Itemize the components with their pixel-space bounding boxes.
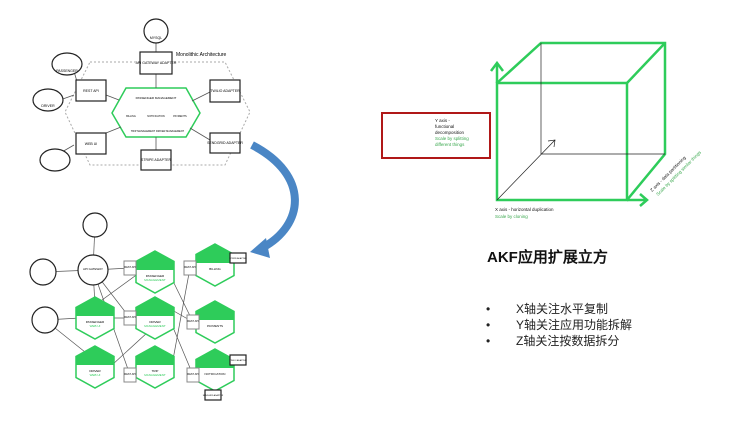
dashed-hexagon xyxy=(64,61,251,166)
service-hexagon-top xyxy=(136,346,174,365)
service-sub: MANAGEMENT xyxy=(144,373,166,377)
api-gateway-label: API GATEWAY xyxy=(83,267,103,271)
box-label: API GATEWAY ADAPTER xyxy=(136,61,177,65)
bullet-item: •X轴关注水平复制 xyxy=(486,302,609,316)
bullet-text: X轴关注水平复制 xyxy=(516,302,609,316)
y-axis-label: decomposition xyxy=(435,130,465,135)
service-sub: WEB UI xyxy=(90,324,101,328)
rest-api-box xyxy=(123,260,137,276)
service-name: DRIVER xyxy=(149,320,161,324)
service-name: BILLING xyxy=(209,267,221,271)
bullet-text: Z轴关注按数据拆分 xyxy=(516,334,620,348)
box-label: SENDGRID ADAPTER xyxy=(207,141,243,145)
service-name: PASSENGER xyxy=(146,274,165,278)
adapter-label: SENDGRID ADAPTER xyxy=(203,394,224,397)
box-label: REST API xyxy=(83,89,99,93)
akf-cube xyxy=(381,41,667,207)
box-label: TWILIO ADAPTER xyxy=(210,89,240,93)
cube-labels: Y axis - functional decomposition Scale … xyxy=(435,118,703,219)
circle-label: DRIVER xyxy=(41,104,55,108)
adapter-label: STRIPE ADAPTER xyxy=(229,257,247,260)
y-axis-label: functional xyxy=(435,124,454,129)
adapter-box xyxy=(229,252,247,264)
rest-api-label: REST API xyxy=(187,320,199,323)
service-sub: MANAGEMENT xyxy=(144,278,166,282)
y-axis-box xyxy=(381,112,491,159)
service-hexagon-top xyxy=(196,301,234,320)
rest-api-box xyxy=(123,310,137,326)
service-name: PAYMENTS xyxy=(207,324,223,328)
rest-api-label: REST API xyxy=(187,373,199,376)
service-hexagon-top xyxy=(76,297,114,316)
y-axis-scale: Scale by splitting xyxy=(435,136,469,141)
service-name: NOTIFICATION xyxy=(205,372,226,376)
service-sub: WEB UI xyxy=(90,373,101,377)
rest-api-label: REST API xyxy=(124,266,136,269)
akf-bullets: •X轴关注水平复制 •Y轴关注应用功能拆解 •Z轴关注按数据拆分 xyxy=(486,301,632,349)
y-axis-label: Y axis - xyxy=(435,118,450,123)
monolith-title: Monolithic Architecture xyxy=(176,52,227,58)
monolithic-diagram: PASSENGER MANAGEMENT BILLING NOTIFICATIO… xyxy=(32,18,251,172)
rest-api-box xyxy=(183,260,197,276)
y-axis-scale: different things xyxy=(435,142,465,147)
rest-api-box xyxy=(186,367,200,383)
rest-api-label: REST API xyxy=(184,266,196,269)
module-label: DRIVER MANAGEMENT xyxy=(156,130,185,133)
circle-label: MYSQL xyxy=(150,36,162,40)
module-label: NOTIFICATION xyxy=(147,115,165,118)
service-name: TRIP xyxy=(152,369,159,373)
service-name: DRIVER xyxy=(89,369,101,373)
rest-api-label: REST API xyxy=(124,373,136,376)
service-hexagon-top xyxy=(76,346,114,365)
rest-api-label: REST API xyxy=(124,316,136,319)
module-label: PAYMENTS xyxy=(173,115,187,118)
service-name: PASSENGER xyxy=(86,320,105,324)
service-hexagon-top xyxy=(196,349,234,368)
microservices-diagram: API GATEWAY PASSENGERMANAGEMENTBILLINGPA… xyxy=(29,212,247,401)
adapter-box xyxy=(229,354,247,366)
module-label: TRIP MANAGEMENT xyxy=(131,130,156,133)
service-hexagon-top xyxy=(136,251,174,270)
module-label: BILLING xyxy=(126,115,136,118)
circle-label: PASSENGER xyxy=(56,69,78,73)
bullet-item: •Y轴关注应用功能拆解 xyxy=(486,318,633,332)
box-label: STRIPE ADAPTER xyxy=(141,158,171,162)
akf-title: AKF应用扩展立方 xyxy=(487,249,608,266)
bullet-item: •Z轴关注按数据拆分 xyxy=(486,334,620,348)
service-sub: MANAGEMENT xyxy=(144,324,166,328)
x-axis-label: X axis - horizontal duplication xyxy=(495,207,554,212)
service-hexagon-top xyxy=(136,297,174,316)
arrow-head-icon xyxy=(250,238,270,258)
bullet-text: Y轴关注应用功能拆解 xyxy=(516,318,633,332)
rest-api-box xyxy=(123,367,137,383)
box-label: WEB UI xyxy=(85,142,97,146)
transition-arrow xyxy=(250,141,299,252)
adapter-box xyxy=(204,389,222,401)
rest-api-box xyxy=(186,314,200,330)
service-hexagon-top xyxy=(196,244,234,263)
x-axis-scale: Scale by cloning xyxy=(495,214,528,219)
core-hexagon xyxy=(111,87,201,138)
core-label: PASSENGER MANAGEMENT xyxy=(136,96,177,100)
adapter-label: TWILIO ADAPTER xyxy=(230,359,247,362)
